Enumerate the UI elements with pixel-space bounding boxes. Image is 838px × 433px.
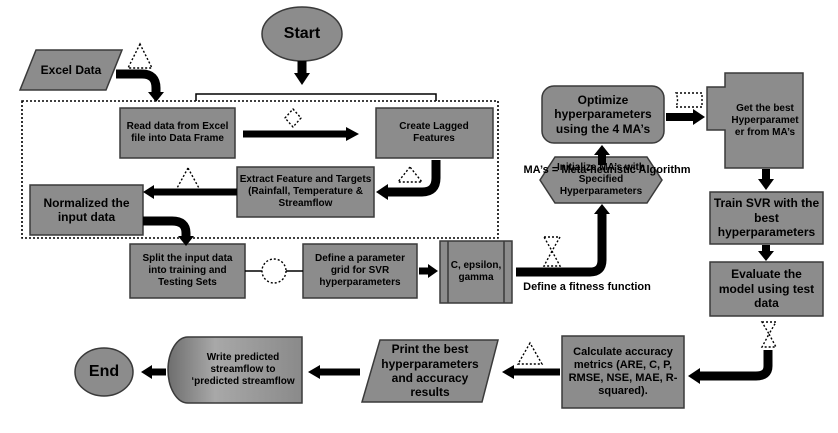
read-data-node-shape bbox=[119, 107, 236, 159]
read-data-node-label: Read data from Excel file into Data Fram… bbox=[126, 121, 229, 144]
decorative-flag-icon bbox=[674, 92, 703, 108]
decorative-triangle-icon bbox=[396, 165, 424, 183]
param-list-node-shape bbox=[439, 240, 513, 304]
extract-features-node-shape bbox=[236, 166, 375, 218]
normalized-node-label: Normalized the input data bbox=[43, 195, 130, 224]
arrowhead-icon bbox=[376, 184, 388, 200]
create-lagged-node-label: Create Lagged Features bbox=[399, 121, 469, 144]
optimize-node-label: Optimize hyperparameters using the 4 MA’… bbox=[554, 92, 652, 136]
normalized-to-split-arrow bbox=[143, 216, 191, 236]
fitness-to-init-arrow bbox=[516, 214, 607, 277]
ma-note-label: MA’s = Meta-heuristic Algorithm bbox=[523, 164, 691, 177]
arrowhead-icon bbox=[594, 204, 610, 214]
print-best-node-shape bbox=[361, 339, 499, 403]
decorative-hourglass-icon bbox=[542, 236, 562, 267]
start-bracket-line bbox=[195, 93, 437, 101]
split-data-node-label: Split the input data into training and T… bbox=[142, 253, 233, 288]
arrowhead-icon bbox=[693, 109, 705, 125]
calc-metrics-node-shape bbox=[561, 335, 685, 409]
decorative-triangle-icon bbox=[516, 341, 544, 365]
excel-to-read-arrow bbox=[116, 69, 161, 92]
optimize-node-shape bbox=[541, 85, 665, 144]
init-ma-node-label: Initialize MA’s with Specified Hyperpara… bbox=[557, 162, 645, 197]
arrowhead-icon bbox=[308, 365, 320, 379]
decorative-circle-icon bbox=[261, 258, 287, 284]
create-lagged-node-shape bbox=[375, 107, 494, 159]
write-pred-node-label: Write predicted streamflow to ‘predicted… bbox=[191, 352, 295, 387]
arrowhead-icon bbox=[594, 145, 610, 155]
end-node-label: End bbox=[88, 363, 120, 381]
arrowhead-icon bbox=[143, 185, 154, 199]
arrowhead-icon bbox=[178, 236, 194, 246]
arrowhead-icon bbox=[758, 179, 774, 190]
arrowhead-icon bbox=[428, 264, 438, 278]
arrowhead-icon bbox=[758, 251, 774, 261]
end-node-shape bbox=[74, 347, 134, 397]
arrowhead-icon bbox=[502, 365, 514, 379]
decorative-triangle-icon bbox=[174, 166, 202, 191]
decorative-diamond-icon bbox=[284, 107, 302, 129]
arrowhead-icon bbox=[346, 127, 359, 141]
arrowhead-icon bbox=[141, 365, 152, 379]
get-best-node-shape bbox=[706, 72, 804, 169]
arrowhead-icon bbox=[148, 92, 164, 102]
fitness-function-label: Define a fitness function bbox=[523, 281, 651, 294]
calc-metrics-node-label: Calculate accuracy metrics (ARE, C, P, R… bbox=[568, 345, 678, 398]
excel-data-node-label: Excel Data bbox=[40, 62, 102, 77]
evaluate-to-calc-arrow bbox=[700, 350, 773, 381]
dotted-process-region bbox=[21, 100, 499, 239]
param-grid-node-shape bbox=[302, 243, 418, 299]
extract-features-node-label: Extract Feature and Targets (Rainfall, T… bbox=[239, 174, 372, 209]
normalized-node-shape bbox=[29, 184, 144, 236]
excel-data-node-shape bbox=[18, 49, 124, 91]
lagged-to-extract-arrow bbox=[388, 160, 441, 197]
arrowhead-icon bbox=[688, 368, 700, 384]
evaluate-node-label: Evaluate the model using test data bbox=[718, 267, 815, 311]
arrowhead-icon bbox=[294, 73, 310, 85]
init-ma-node-shape bbox=[539, 156, 663, 204]
start-node-label: Start bbox=[283, 25, 321, 43]
param-list-node-label: C, epsilon, gamma bbox=[450, 260, 502, 283]
write-pred-node-shape bbox=[167, 336, 303, 404]
print-best-node-label: Print the best hyperparameters and accur… bbox=[381, 342, 479, 400]
get-best-node-label: Get the best Hyperparamet er from MA’s bbox=[731, 103, 799, 138]
evaluate-node-shape bbox=[709, 261, 824, 317]
decorative-hourglass-icon bbox=[760, 321, 778, 348]
train-svr-node-shape bbox=[709, 191, 824, 245]
train-svr-node-label: Train SVR with the best hyperparameters bbox=[713, 196, 820, 240]
param-grid-node-label: Define a parameter grid for SVR hyperpar… bbox=[314, 253, 406, 288]
decorative-triangle-icon bbox=[126, 42, 154, 69]
